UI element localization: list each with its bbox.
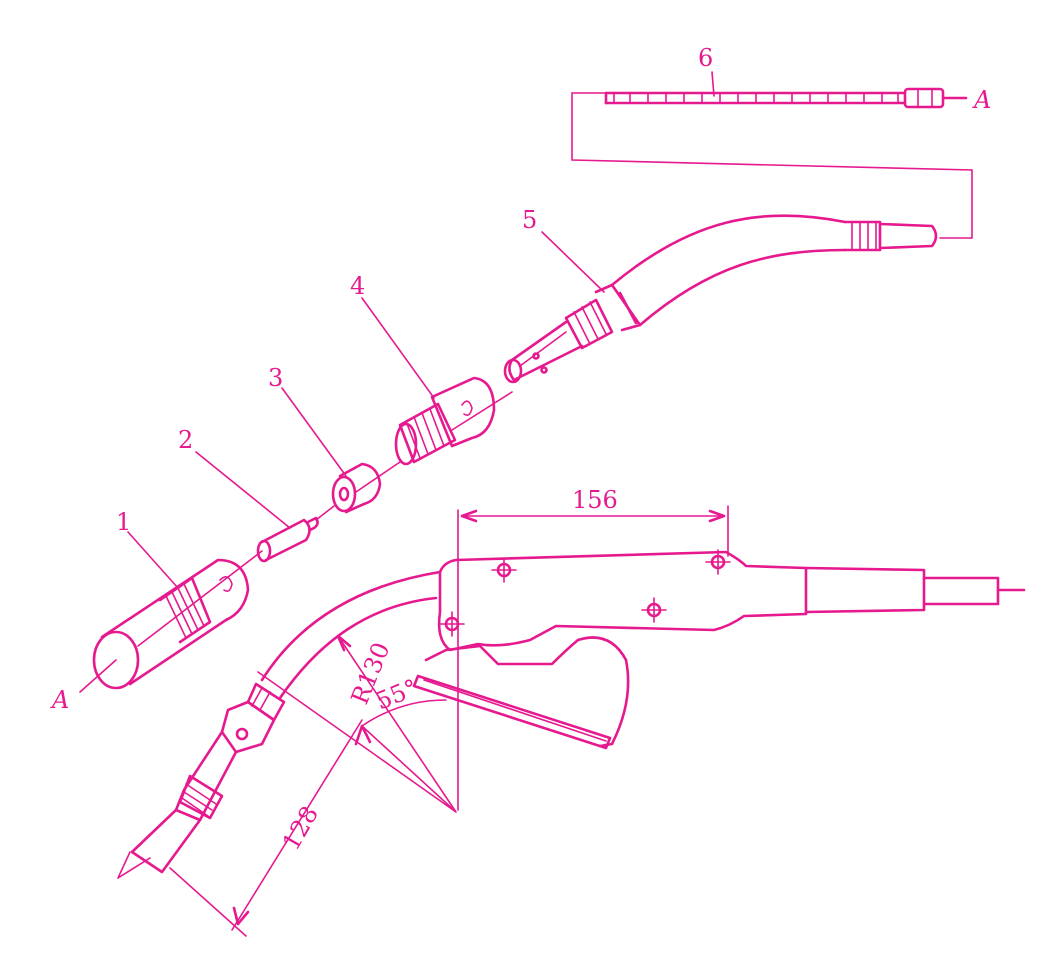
part-3-ring bbox=[331, 462, 382, 514]
callout-2-label: 2 bbox=[178, 426, 193, 454]
torch-handle bbox=[412, 549, 1026, 750]
axis-label-a-left: A bbox=[50, 686, 69, 714]
part-6-liner bbox=[604, 87, 968, 109]
dimension-156-label: 156 bbox=[572, 486, 618, 514]
callout-6-label: 6 bbox=[698, 44, 713, 72]
liner-connector-path bbox=[571, 92, 973, 239]
callout-leaders bbox=[127, 71, 715, 589]
part-4-adapter bbox=[394, 376, 496, 466]
callout-3-label: 3 bbox=[268, 364, 283, 392]
dimension-156 bbox=[457, 505, 729, 811]
part-5-neck bbox=[503, 214, 938, 384]
callout-4-label: 4 bbox=[350, 272, 365, 300]
part-2-contact-tip bbox=[256, 516, 319, 563]
assembly-axis bbox=[79, 331, 567, 693]
dimension-128 bbox=[169, 719, 372, 937]
axis-label-a-right: A bbox=[972, 86, 991, 114]
torch-neck-assembly bbox=[117, 570, 442, 879]
dimension-radius-angle bbox=[257, 634, 457, 813]
callout-5-label: 5 bbox=[522, 206, 537, 234]
callout-1-label: 1 bbox=[116, 508, 131, 536]
